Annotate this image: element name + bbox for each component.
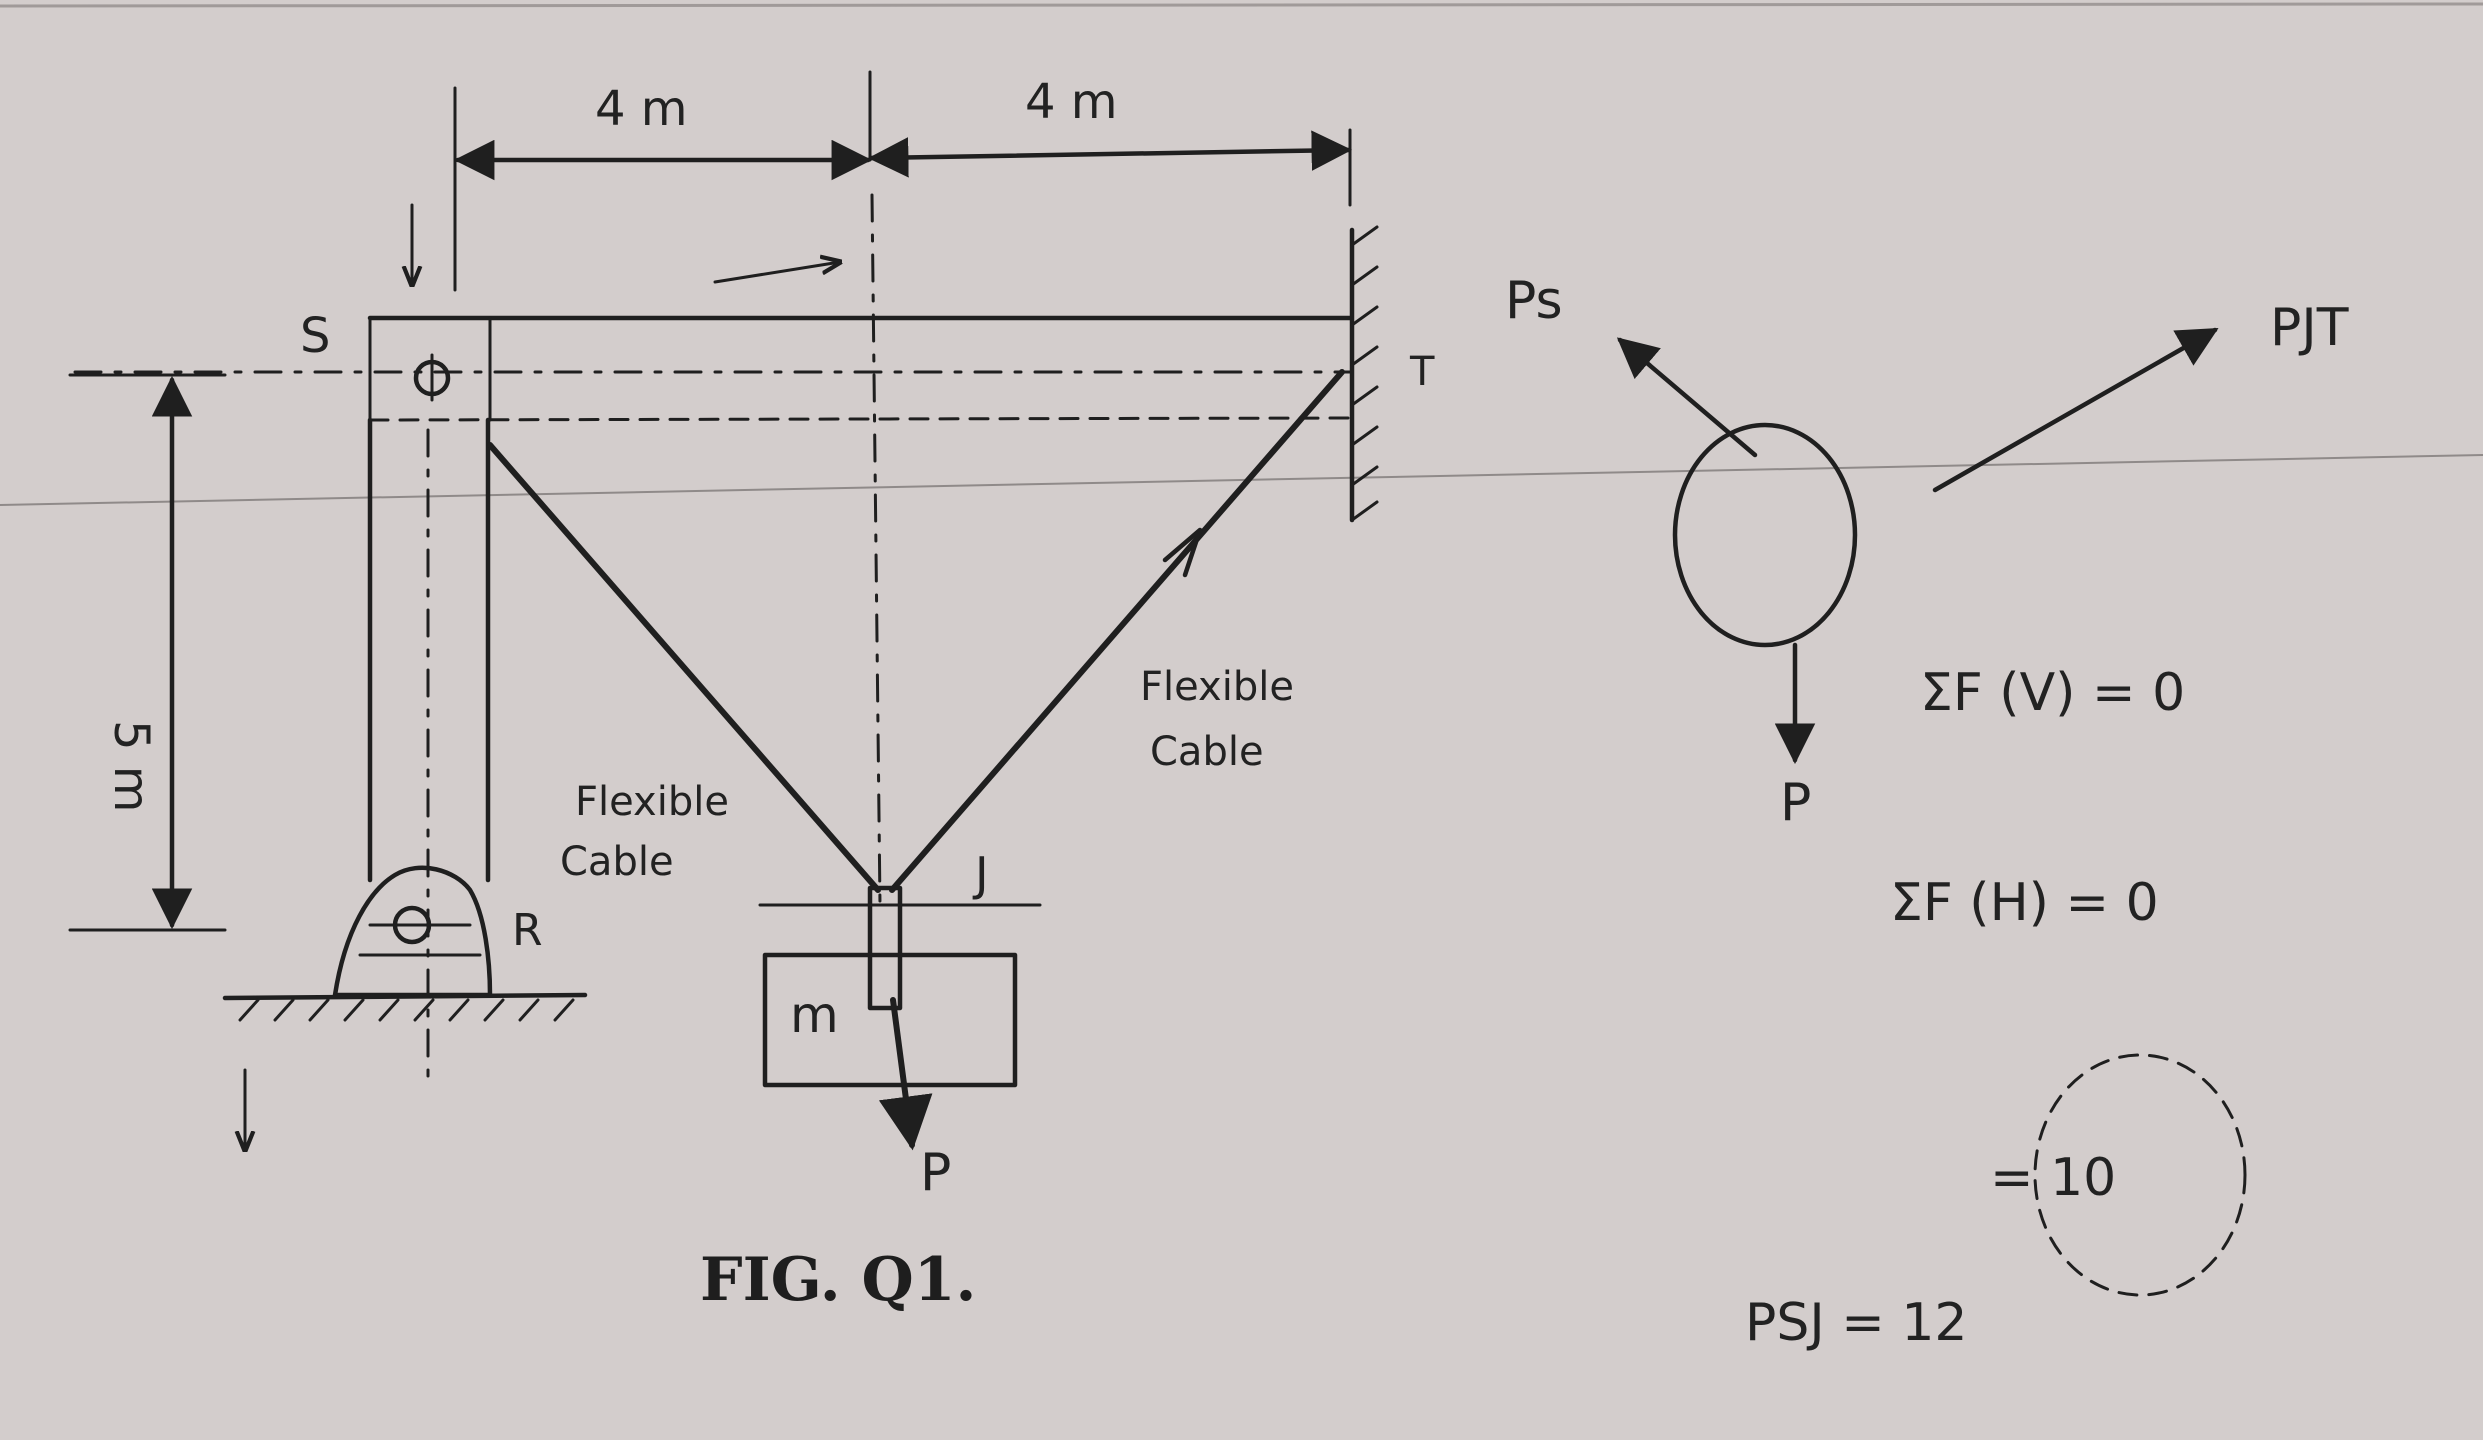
mass-block — [762, 952, 1018, 1088]
fbd-equation-h: ΣF (H) = 0 — [1890, 873, 2159, 933]
label-t: T — [1409, 349, 1435, 395]
support-post — [367, 417, 491, 1092]
label-cable-left-2: Cable — [560, 839, 674, 885]
pulley-s — [413, 353, 451, 402]
fbd-arrow-pjt — [1932, 327, 2219, 493]
dim-left-span: 4 m — [595, 81, 688, 137]
right-arrow-beam — [713, 262, 840, 284]
fbd-result-2: PSJ = 12 — [1745, 1293, 1968, 1353]
label-j: J — [972, 847, 989, 901]
label-s: S — [300, 308, 330, 364]
hanger — [867, 885, 903, 1011]
cable-sj — [487, 442, 881, 893]
label-cable-right-1: Flexible — [1140, 664, 1294, 710]
fbd-equation-v: ΣF (V) = 0 — [1920, 663, 2185, 723]
label-mass: m — [790, 986, 839, 1044]
center-line — [870, 193, 882, 907]
label-cable-left-1: Flexible — [575, 779, 729, 825]
fbd-result-1: = 10 — [1990, 1148, 2116, 1208]
label-cable-right-2: Cable — [1150, 729, 1264, 775]
fbd-arrow-ps — [1616, 337, 1758, 458]
fbd-result-circle — [2033, 1053, 2247, 1297]
dim-right-span: 4 m — [1025, 74, 1118, 130]
wall-t — [1349, 225, 1379, 523]
fbd-label-pjt: PJT — [2270, 298, 2349, 358]
top-beam — [73, 315, 1353, 422]
paper-top-edge — [0, 2, 2483, 8]
figure-caption: FIG. Q1. — [700, 1245, 976, 1315]
cable-jt — [889, 369, 1345, 893]
cable-tension-arrow — [1162, 527, 1203, 578]
load-arrow-p — [878, 997, 933, 1151]
fbd-node-j — [1672, 422, 1858, 648]
dim-height: 5 m — [103, 720, 159, 813]
fbd-label-p: P — [1780, 773, 1811, 833]
label-r: R — [512, 905, 543, 956]
paper-fold-line — [0, 454, 2483, 506]
base-support — [222, 865, 588, 1022]
fbd-label-ps: Ps — [1505, 271, 1563, 331]
label-load: P — [920, 1143, 951, 1203]
dimension-lines — [68, 70, 1353, 932]
